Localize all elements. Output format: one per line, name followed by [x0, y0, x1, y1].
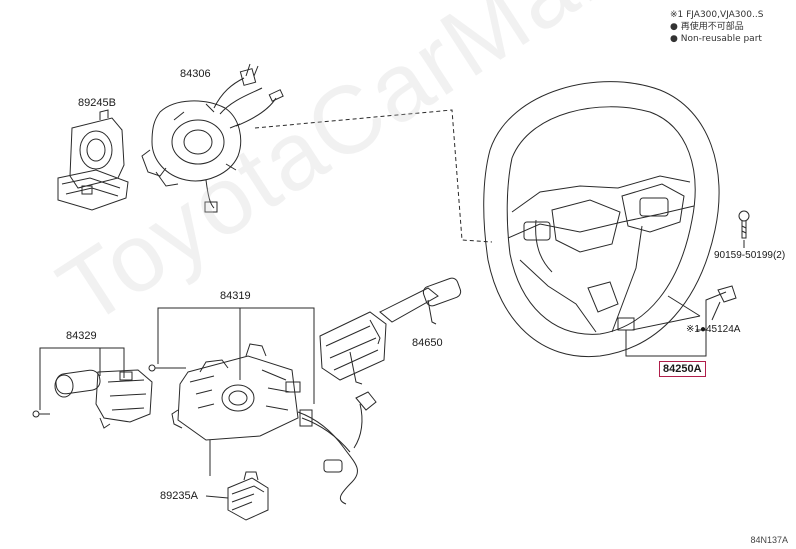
leader-84250A	[625, 330, 707, 357]
part-84329-screw	[32, 410, 50, 418]
part-89235A-drawing	[205, 471, 269, 521]
part-label-84306[interactable]: 84306	[180, 68, 211, 80]
part-steering-wheel-drawing	[483, 81, 720, 358]
note-nonreusable-en: ● Non-reusable part	[670, 34, 762, 44]
leader-45124A	[696, 291, 727, 331]
bracket-84319	[157, 307, 315, 404]
note-nonreusable-jp: ● 再使用不可部品	[670, 22, 744, 32]
wire-harness	[297, 411, 358, 505]
part-label-84250A[interactable]: 84250A	[659, 361, 706, 377]
part-label-89245B[interactable]: 89245B	[78, 97, 116, 109]
part-84306-drawing	[141, 63, 284, 213]
part-label-84329[interactable]: 84329	[66, 330, 97, 342]
part-label-84650[interactable]: 84650	[412, 337, 443, 349]
note-applicability: ※1 FJA300,VJA300..S	[670, 10, 764, 20]
part-84319-drawing	[148, 343, 301, 441]
part-label-45124A[interactable]: ※1●45124A	[686, 324, 741, 335]
part-label-89235A[interactable]: 89235A	[160, 490, 198, 502]
leader-45124A-branch	[631, 295, 701, 331]
part-45124A-drawing	[711, 285, 737, 321]
part-84329-drawing	[54, 369, 153, 429]
dashed-leader-84306	[254, 109, 493, 243]
part-89245B-drawing	[57, 109, 129, 211]
bracket-84329	[39, 347, 125, 410]
wire-harness-2	[301, 417, 351, 453]
part-label-90159[interactable]: 90159-50199(2)	[714, 250, 786, 261]
diagram-code: 84N137A	[750, 535, 788, 545]
part-84650-drawing	[319, 277, 462, 385]
connector-drawing	[299, 391, 377, 473]
part-90159-screw	[738, 210, 750, 248]
part-label-84319[interactable]: 84319	[220, 290, 251, 302]
